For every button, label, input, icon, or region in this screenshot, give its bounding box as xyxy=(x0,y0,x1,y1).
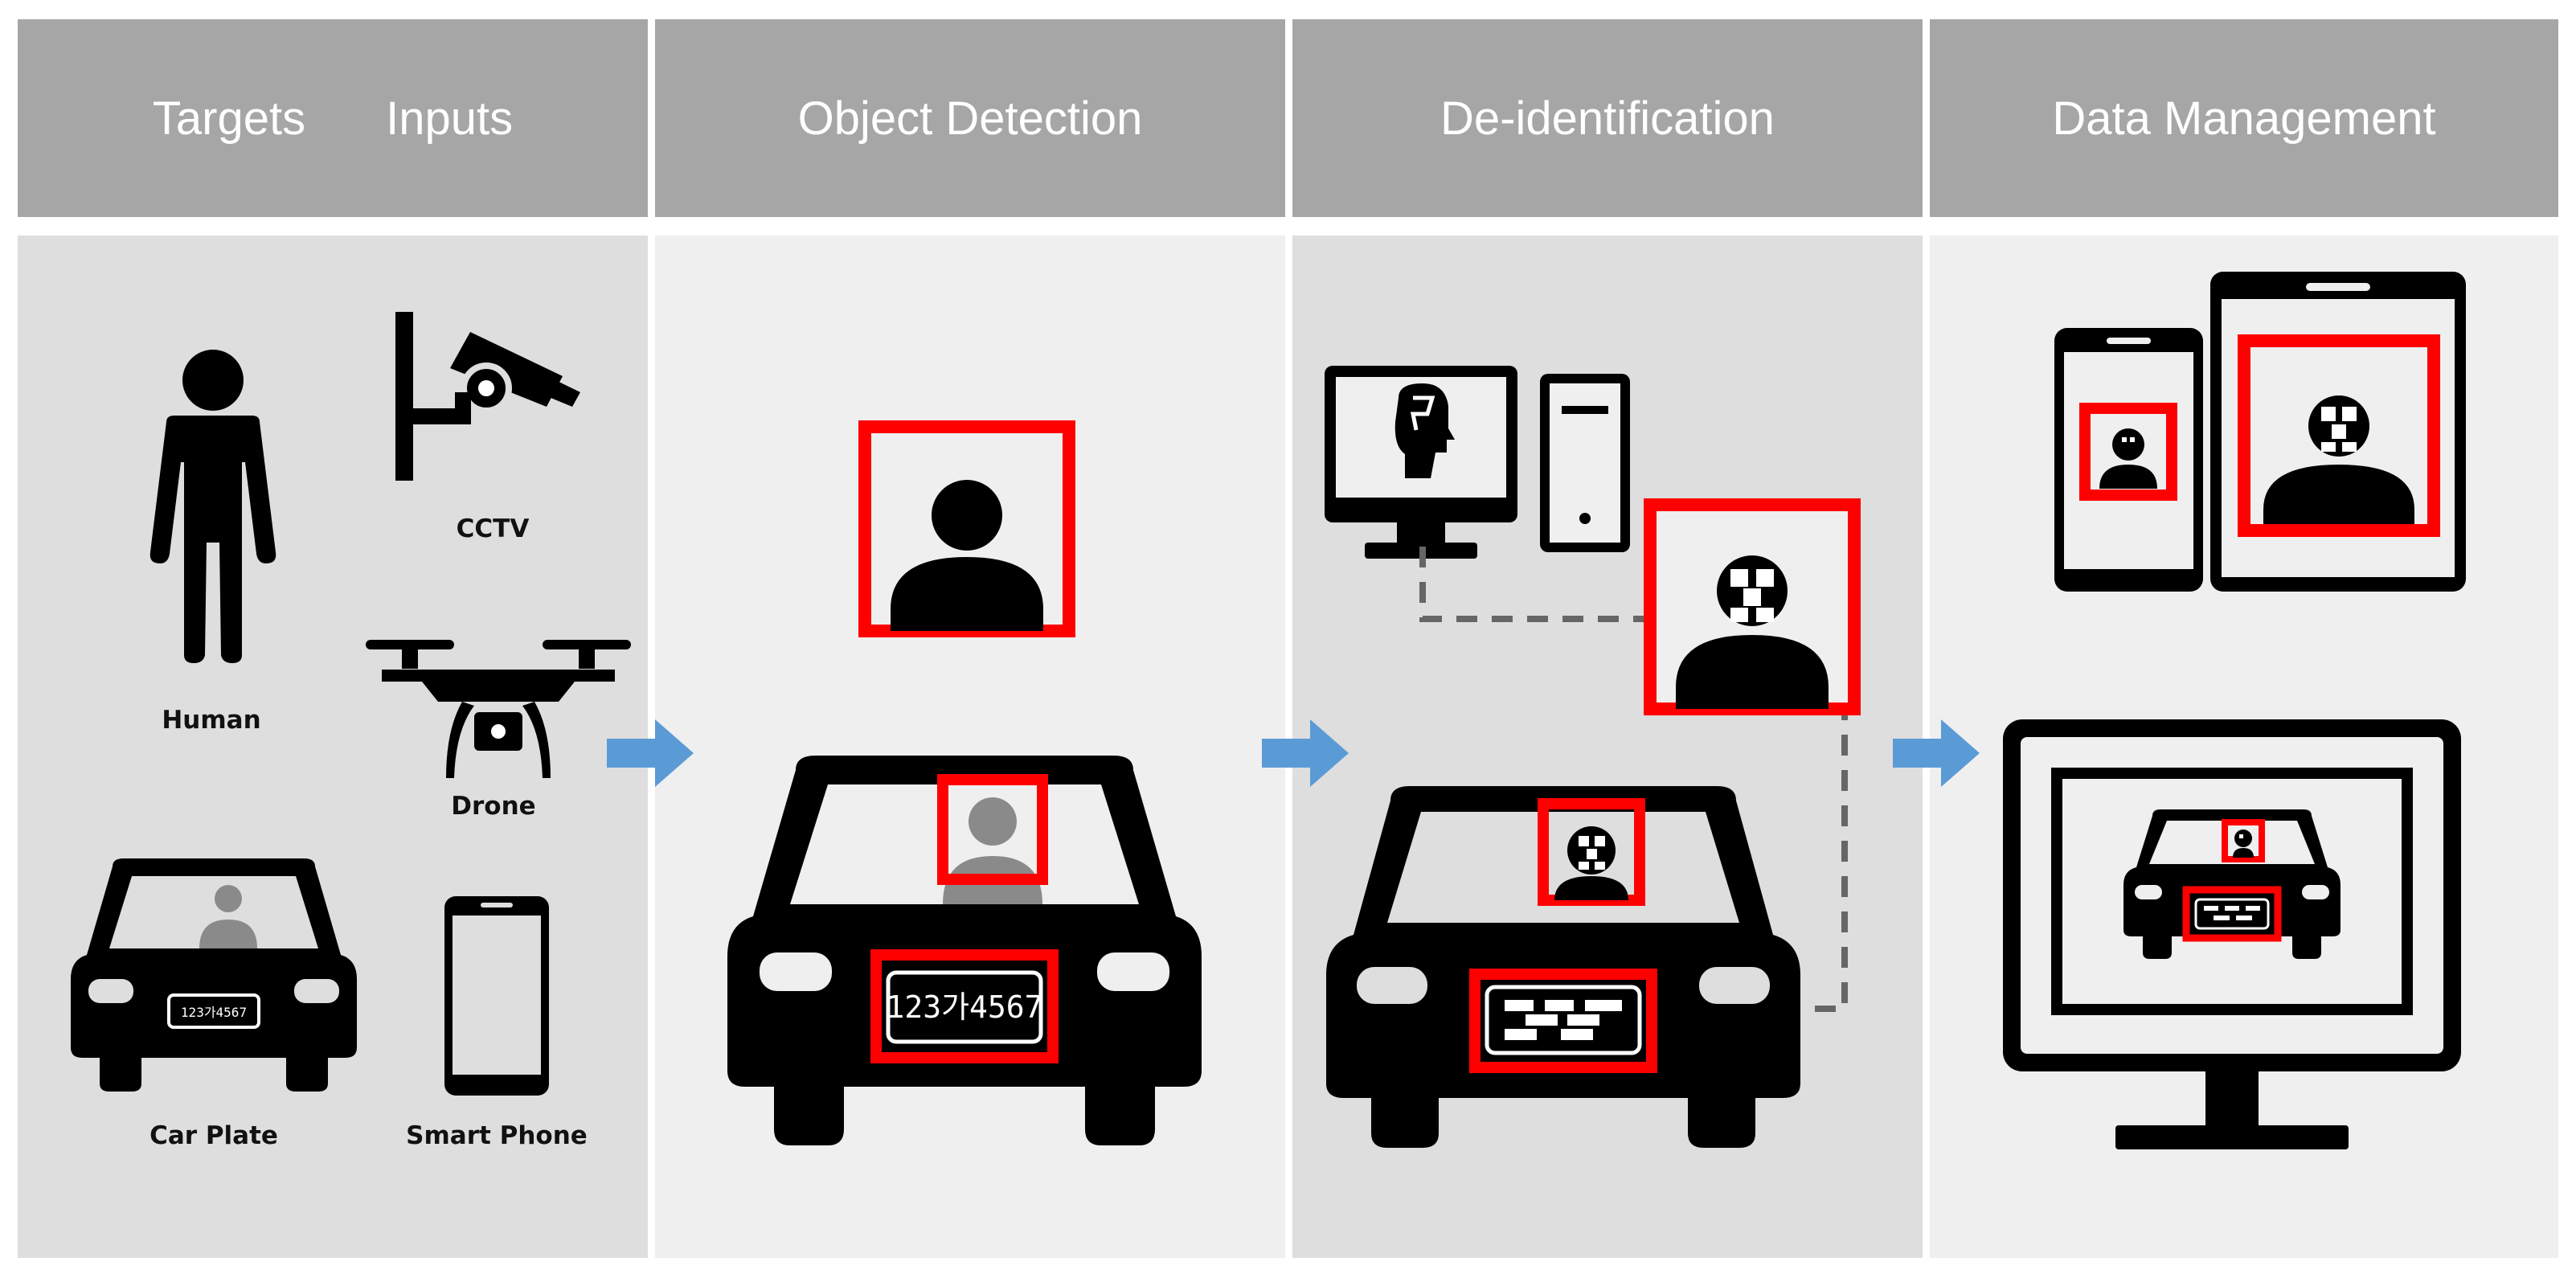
header-object-detection: Object Detection xyxy=(655,19,1285,217)
label-car-plate: Car Plate xyxy=(149,1121,278,1150)
panel-object-detection xyxy=(655,236,1285,1258)
managed-phone-icon xyxy=(2054,328,2203,592)
header-data-management: Data Management xyxy=(1930,19,2558,217)
managed-monitor-icon xyxy=(2003,719,2461,1149)
anonymized-face-icon xyxy=(1644,498,1861,715)
car-plate-icon: 123가4567 xyxy=(71,858,357,1092)
detected-face-icon xyxy=(858,420,1075,637)
label-smart-phone: Smart Phone xyxy=(406,1121,588,1150)
header-data-management-label: Data Management xyxy=(2052,92,2436,145)
human-icon xyxy=(149,350,276,663)
flow-arrow-icon xyxy=(1893,719,1980,787)
label-drone: Drone xyxy=(451,792,536,821)
smart-phone-icon xyxy=(444,896,549,1096)
header-de-identification: De-identification xyxy=(1292,19,1923,217)
drone-icon xyxy=(366,640,631,778)
anonymized-car-icon xyxy=(1326,786,1800,1148)
small-plate-text: 123가4567 xyxy=(181,1005,247,1020)
header-object-detection-label: Object Detection xyxy=(797,92,1143,145)
flow-arrow-icon xyxy=(607,719,694,787)
cctv-icon xyxy=(395,312,580,481)
detected-car-icon: 123가4567 xyxy=(727,756,1202,1145)
managed-tablet-icon xyxy=(2210,272,2466,592)
label-cctv: CCTV xyxy=(456,514,530,543)
dashed-connector xyxy=(1419,547,1848,1012)
header-inputs: Inputs xyxy=(386,92,514,145)
header-targets-inputs: Targets Inputs xyxy=(18,19,648,217)
label-human: Human xyxy=(162,706,261,735)
computer-icon xyxy=(1325,366,1630,559)
detected-plate-text: 123가4567 xyxy=(886,989,1042,1025)
header-de-identification-label: De-identification xyxy=(1440,92,1775,145)
flow-arrow-icon xyxy=(1262,719,1349,787)
header-targets: Targets xyxy=(152,92,306,145)
